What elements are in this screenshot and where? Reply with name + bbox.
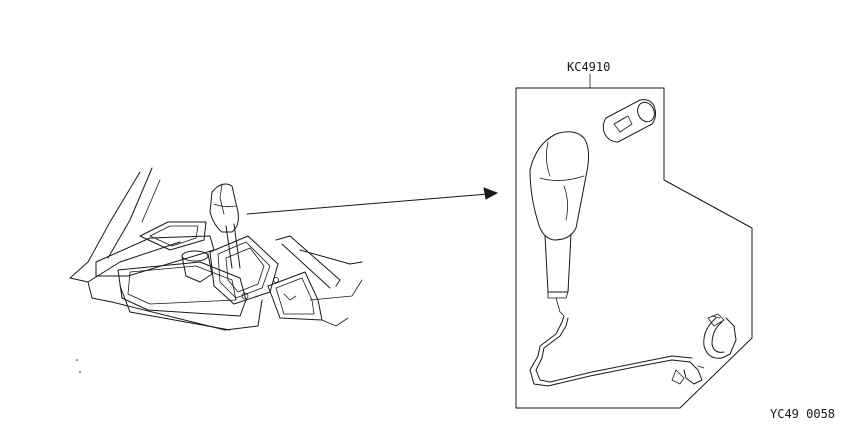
- wiring-harness-icon: [529, 315, 705, 387]
- part-number-label: KC4910: [567, 60, 610, 74]
- shift-knob-icon: [529, 131, 590, 317]
- figure-code: YC49 0058: [770, 407, 835, 421]
- pointer-arrow: [246, 187, 499, 215]
- cable-tie-icon: [703, 313, 737, 359]
- console-shift-knob-icon: [209, 183, 241, 269]
- part-number-callout: KC4910: [567, 60, 610, 89]
- center-console-illustration: [69, 167, 363, 373]
- kit-frame: [515, 87, 753, 409]
- knob-cap-icon: [602, 99, 657, 143]
